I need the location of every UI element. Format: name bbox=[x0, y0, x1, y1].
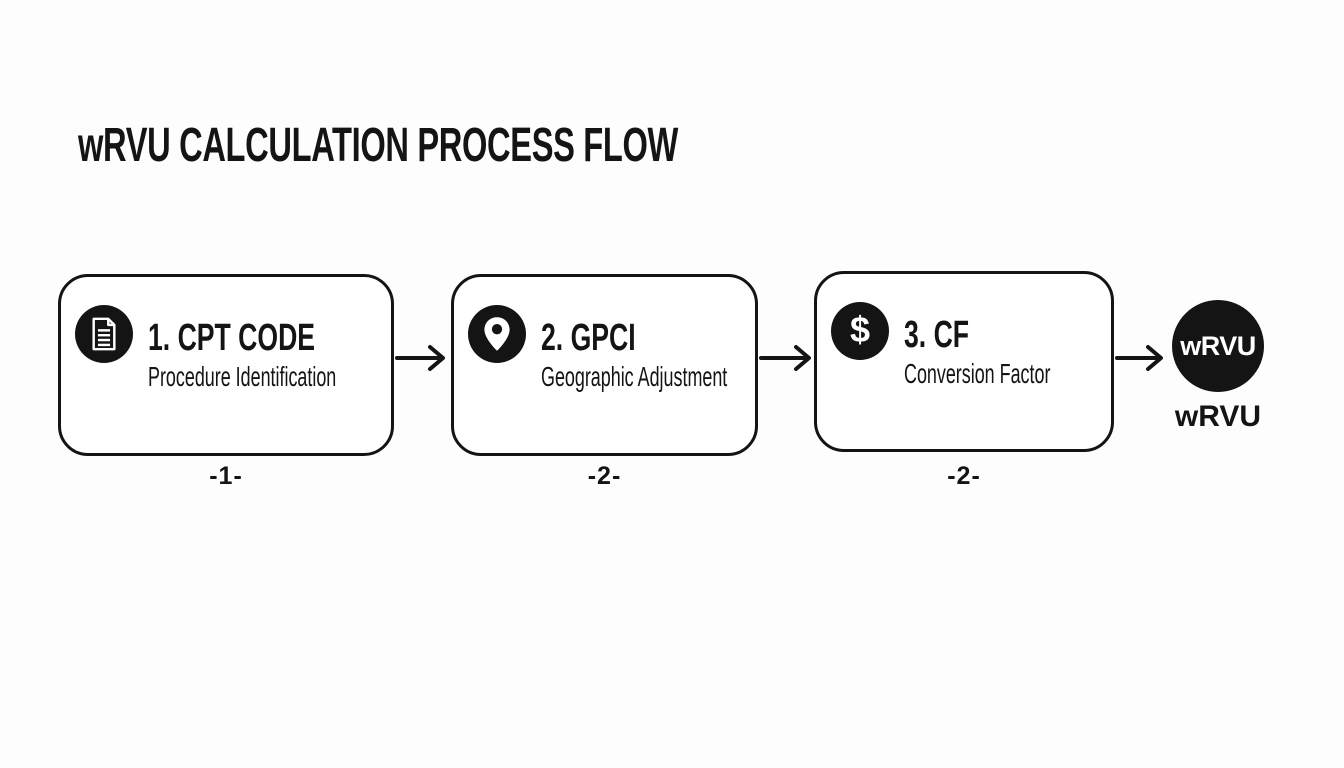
page-title-text: wRVU CALCULATION PROCESS FLOW bbox=[78, 119, 679, 172]
step-heading: 3. CF bbox=[904, 314, 970, 356]
step-subtitle: Conversion Factor bbox=[904, 358, 1051, 389]
document-icon bbox=[75, 305, 133, 363]
step-content: 2. GPCI Geographic Adjustment bbox=[468, 305, 832, 391]
step-subtitle: Geographic Adjustment bbox=[541, 361, 728, 392]
step-subtitle: Procedure Identification bbox=[148, 361, 337, 392]
dollar-icon: $ bbox=[831, 302, 889, 360]
step-box-gpci: 2. GPCI Geographic Adjustment bbox=[451, 274, 758, 456]
page-title: wRVU CALCULATION PROCESS FLOW bbox=[78, 122, 960, 170]
step-heading: 2. GPCI bbox=[541, 317, 636, 359]
step-marker-1: -1- bbox=[209, 462, 243, 490]
step-text: 3. CF Conversion Factor bbox=[904, 302, 1133, 388]
step-content: 1. CPT CODE Procedure Identification bbox=[75, 305, 442, 391]
location-pin-icon bbox=[468, 305, 526, 363]
step-box-cpt-code: 1. CPT CODE Procedure Identification bbox=[58, 274, 394, 456]
step-marker-3: -2- bbox=[947, 462, 981, 490]
wrvu-result-label: wRVU bbox=[1174, 400, 1262, 433]
step-marker-2: -2- bbox=[587, 462, 622, 490]
step-heading: 1. CPT CODE bbox=[148, 317, 316, 359]
step-content: $ 3. CF Conversion Factor bbox=[831, 302, 1133, 388]
wrvu-result-badge: wRVU bbox=[1172, 300, 1264, 392]
dollar-glyph: $ bbox=[849, 309, 871, 350]
step-text: 2. GPCI Geographic Adjustment bbox=[541, 305, 832, 391]
step-box-cf: $ 3. CF Conversion Factor bbox=[814, 271, 1114, 452]
wrvu-badge-text: wRVU bbox=[1180, 330, 1256, 361]
step-text: 1. CPT CODE Procedure Identification bbox=[148, 305, 442, 391]
